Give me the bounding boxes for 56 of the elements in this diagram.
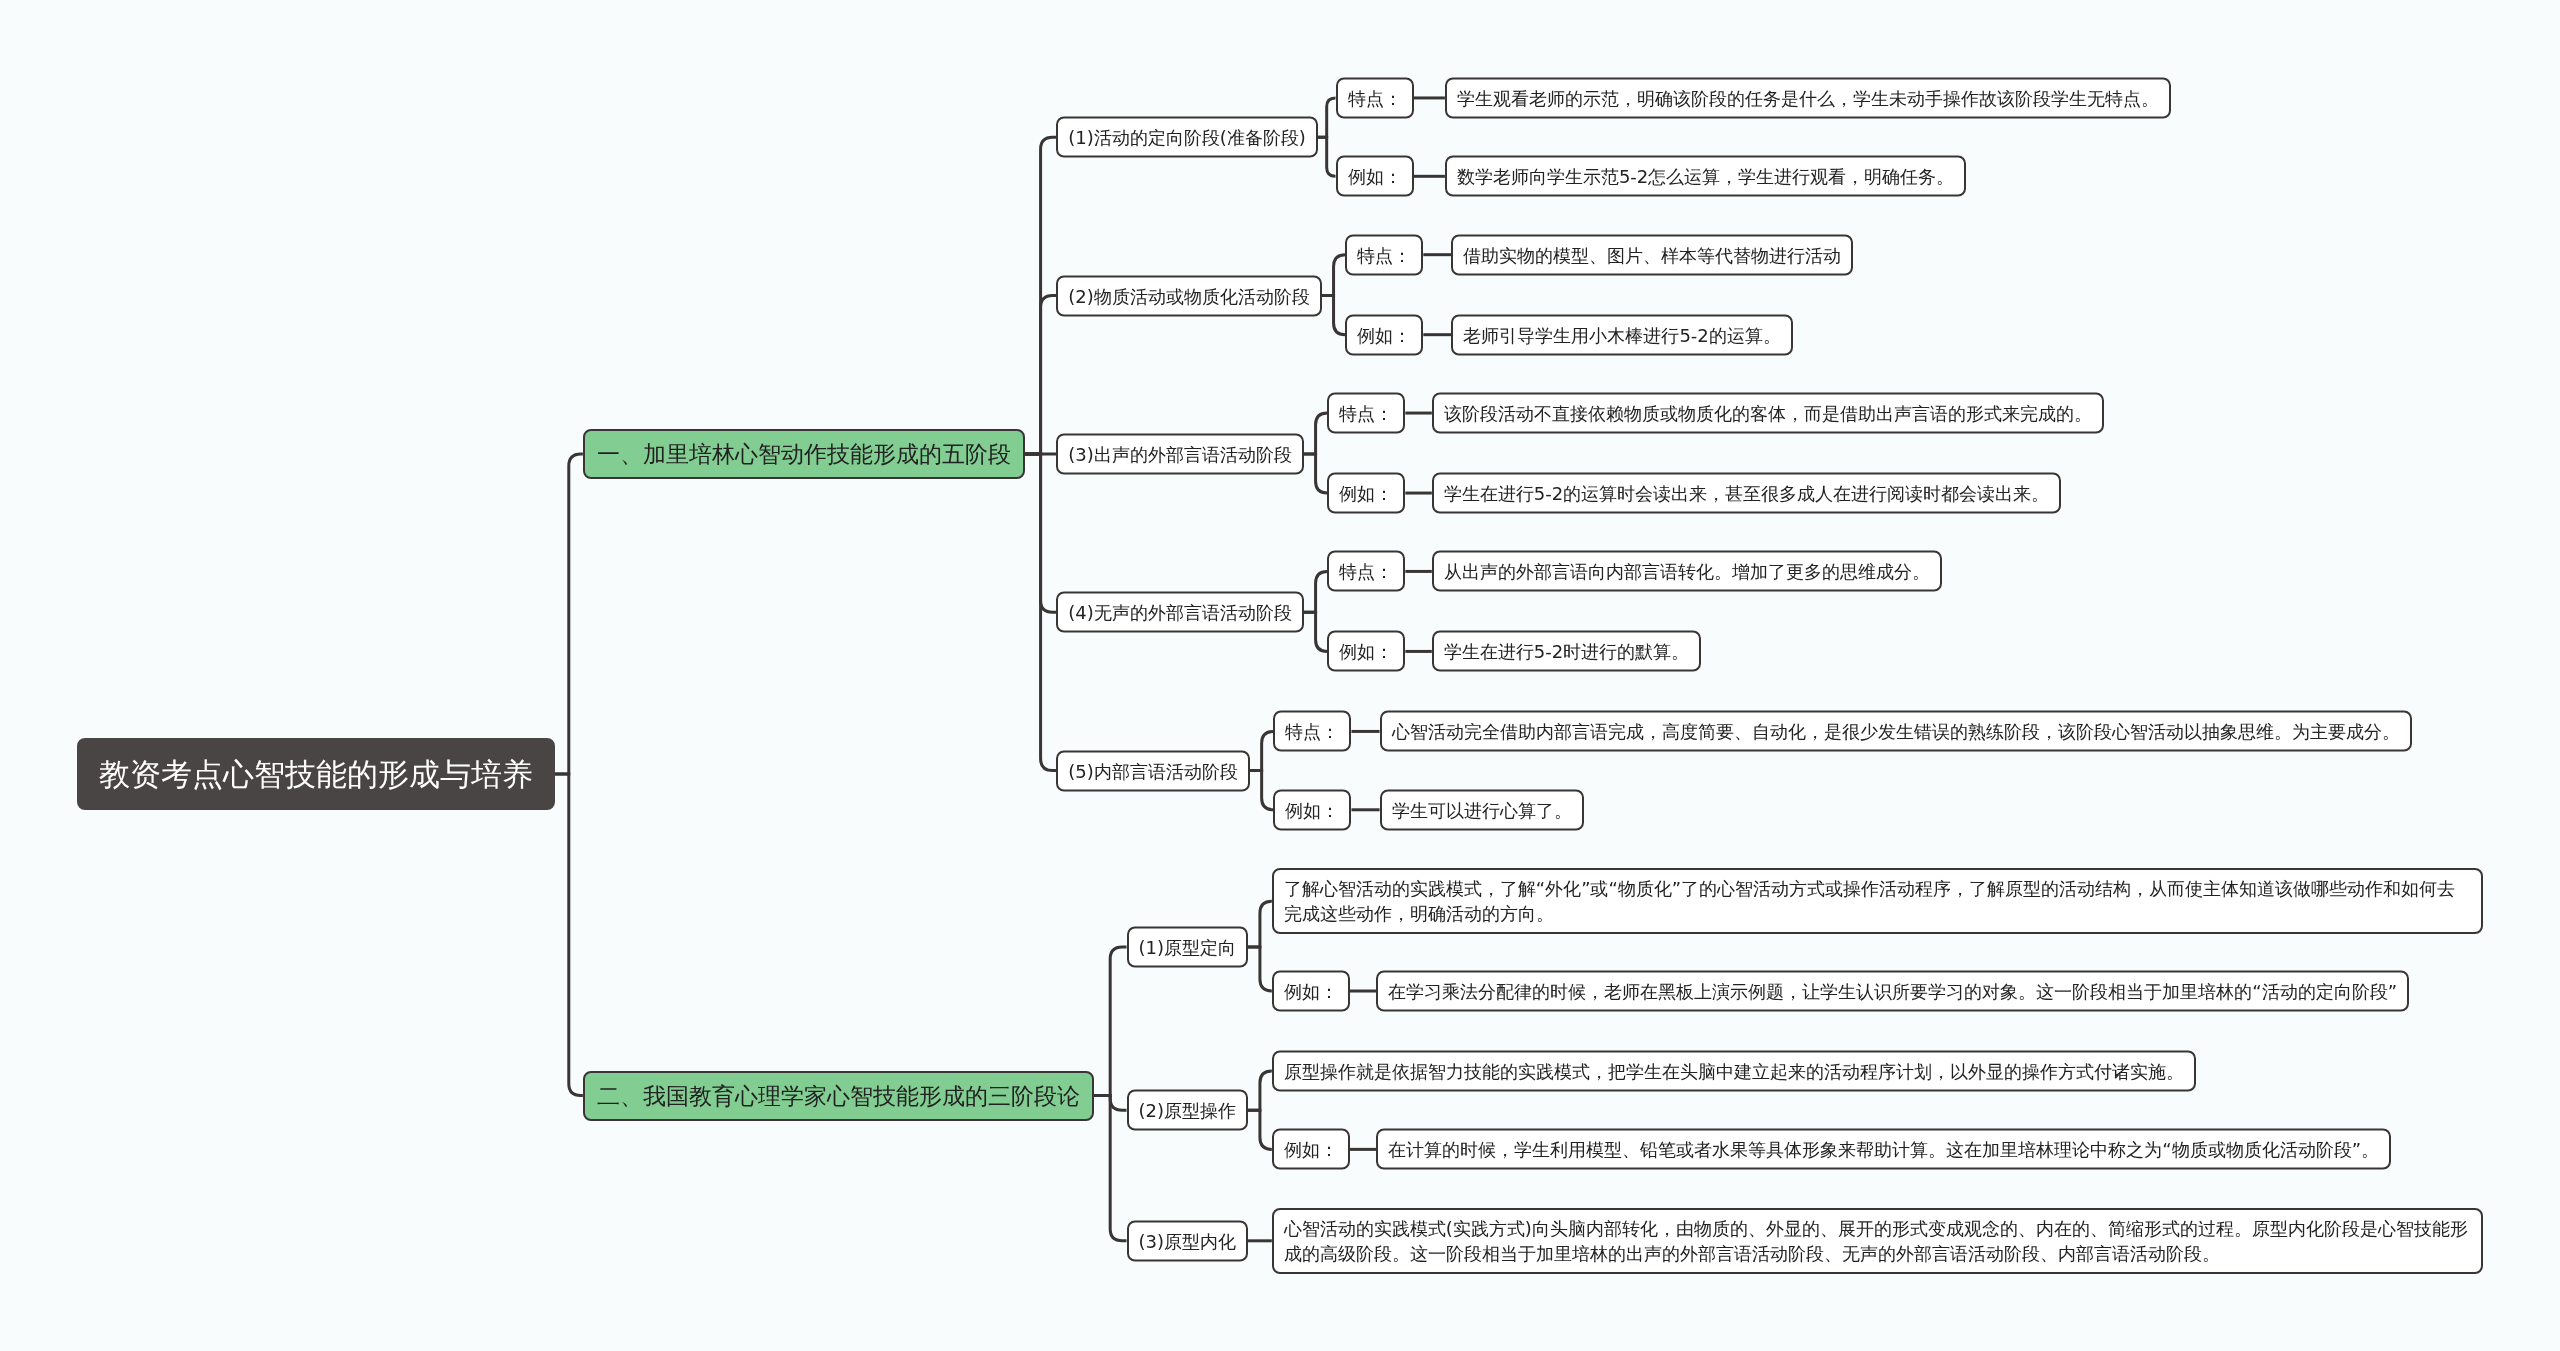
detail-box: 了解心智活动的实践模式，了解“外化”或“物质化”了的心智活动方式或操作活动程序，了解原型的活动结构，从而使主体知道该做哪些动作和如何去完成这些动作，明确活动的方向。 [1271, 868, 2484, 935]
subtopic-box: (3)出声的外部言语活动阶段 [1056, 433, 1304, 475]
subtopic-box: (2)原型操作 [1126, 1089, 1248, 1131]
connector-line [1303, 452, 1329, 495]
tag-box: 特点： [1335, 77, 1414, 119]
connector-line [1405, 649, 1432, 653]
connector-line [1413, 174, 1445, 178]
detail-box: 原型操作就是依据智力技能的实践模式，把学生在头脑中建立起来的活动程序计划，以外显的操作方式付诸实施。 [1271, 1050, 2196, 1092]
connector-line [1405, 569, 1432, 573]
tag-box: 例如： [1327, 472, 1406, 514]
connector-line [1349, 989, 1377, 993]
connector-line [1423, 253, 1452, 257]
detail-box: 心智活动完全借助内部言语完成，高度简要、自动化，是很少发生错误的熟练阶段，该阶段心智活动以抽象思维。为主要成分。 [1379, 710, 2412, 752]
detail-box: 学生观看老师的示范，明确该阶段的任务是什么，学生未动手操作故该阶段学生无特点。 [1444, 77, 2171, 119]
detail-box: 老师引导学生用小木棒进行5-2的运算。 [1451, 314, 1793, 356]
tag-box: 例如： [1271, 970, 1350, 1012]
root-topic-box: 教资考点心智技能的形成与培养 [76, 737, 555, 810]
connector-line [1351, 808, 1380, 812]
tag-box: 特点： [1273, 710, 1352, 752]
tag-box: 例如： [1345, 314, 1424, 356]
tag-box: 例如： [1327, 630, 1406, 672]
tag-box: 例如： [1335, 155, 1414, 197]
tag-box: 例如： [1273, 789, 1352, 831]
connector-line [1423, 333, 1452, 337]
detail-box: 从出声的外部言语向内部言语转化。增加了更多的思维成分。 [1431, 550, 1942, 592]
connector-line [1303, 610, 1329, 653]
subtopic-box: (2)物质活动或物质化活动阶段 [1056, 275, 1322, 316]
tag-box: 特点： [1327, 392, 1406, 434]
tag-box: 特点： [1327, 550, 1406, 592]
connector-line [1249, 769, 1275, 812]
connector-line [1405, 411, 1432, 415]
subtopic-box: (3)原型内化 [1126, 1220, 1248, 1262]
tag-box: 例如： [1271, 1128, 1350, 1170]
detail-box: 学生在进行5-2的运算时会读出来，甚至很多成人在进行阅读时都会读出来。 [1431, 472, 2062, 514]
detail-box: 学生在进行5-2时进行的默算。 [1431, 630, 1702, 672]
detail-box: 在计算的时候，学生利用模型、铅笔或者水果等具体形象来帮助计算。这在加里培林理论中称之为“物质或物质化活动阶段”。 [1376, 1128, 2391, 1170]
detail-box: 心智活动的实践模式(实践方式)向头脑内部转化，由物质的、外显的、展开的形式变成观念的、内在的、简缩形式的过程。原型内化阶段是心智技能形成的高级阶段。这一阶段相当于加里培林的出声的外部言语活动阶段、无声的外部言语活动阶段、内部言语活动阶段。 [1271, 1207, 2484, 1274]
detail-box: 学生可以进行心算了。 [1379, 789, 1584, 831]
connector-line [1405, 491, 1432, 495]
subtopic-box: (4)无声的外部言语活动阶段 [1056, 591, 1304, 633]
subtopic-box: (1)原型定向 [1126, 926, 1248, 968]
connector-line [1413, 96, 1445, 100]
connector-line [1248, 1239, 1272, 1243]
detail-box: 借助实物的模型、图片、样本等代替物进行活动 [1451, 234, 1854, 276]
branch-topic-box: 二、我国教育心理学家心智技能形成的三阶段论 [582, 1070, 1094, 1121]
connector-line [1321, 294, 1347, 337]
detail-box: 在学习乘法分配律的时候，老师在黑板上演示例题，让学生认识所要学习的对象。这一阶段相当于加里培林的“活动的定向阶段” [1376, 970, 2409, 1012]
tag-box: 特点： [1345, 234, 1424, 276]
detail-box: 该阶段活动不直接依赖物质或物质化的客体，而是借助出声言语的形式来完成的。 [1431, 392, 2104, 434]
detail-box: 数学老师向学生示范5-2怎么运算，学生进行观看，明确任务。 [1444, 155, 1967, 197]
connector-line [1349, 1147, 1377, 1151]
subtopic-box: (1)活动的定向阶段(准备阶段) [1056, 116, 1318, 158]
branch-topic-box: 一、加里培林心智动作技能形成的五阶段 [582, 428, 1025, 479]
connector-line [1351, 729, 1380, 733]
connector-line [1317, 135, 1337, 178]
subtopic-box: (5)内部言语活动阶段 [1056, 750, 1250, 792]
